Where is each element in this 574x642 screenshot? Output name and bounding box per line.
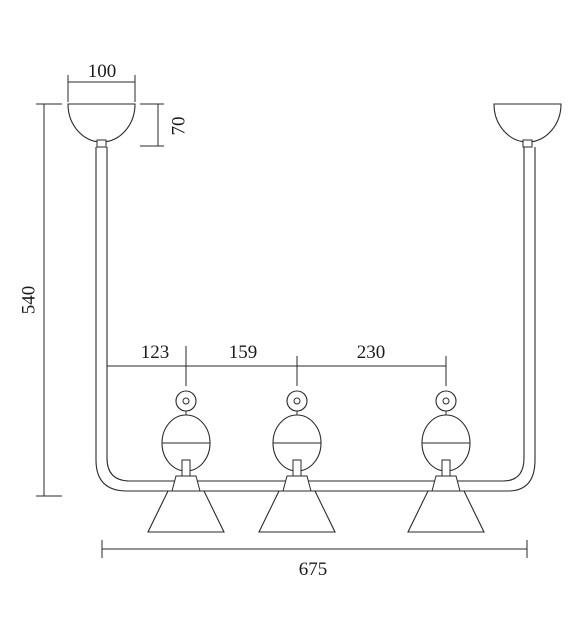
lamp-head-2 [258, 390, 336, 533]
canopy-width-label: 100 [88, 61, 117, 82]
left-canopy [67, 103, 136, 148]
lamp-head-3 [407, 390, 485, 533]
total-width-label: 675 [299, 559, 328, 580]
spacing-first-label: 123 [141, 342, 170, 363]
canopy-width-dimension: 100 [67, 61, 136, 102]
total-height-label: 540 [18, 286, 39, 315]
spacing-dimension: 123 159 230 [107, 342, 447, 386]
frame-tube [95, 147, 536, 492]
lamp-head-1 [147, 390, 225, 533]
total-width-dimension: 675 [101, 540, 528, 580]
canopy-height-dimension: 70 [140, 103, 189, 147]
right-canopy [493, 103, 562, 148]
total-height-dimension: 540 [18, 103, 62, 497]
spacing-second-label: 159 [229, 342, 258, 363]
spacing-third-label: 230 [357, 342, 386, 363]
canopy-height-label: 70 [168, 117, 189, 136]
